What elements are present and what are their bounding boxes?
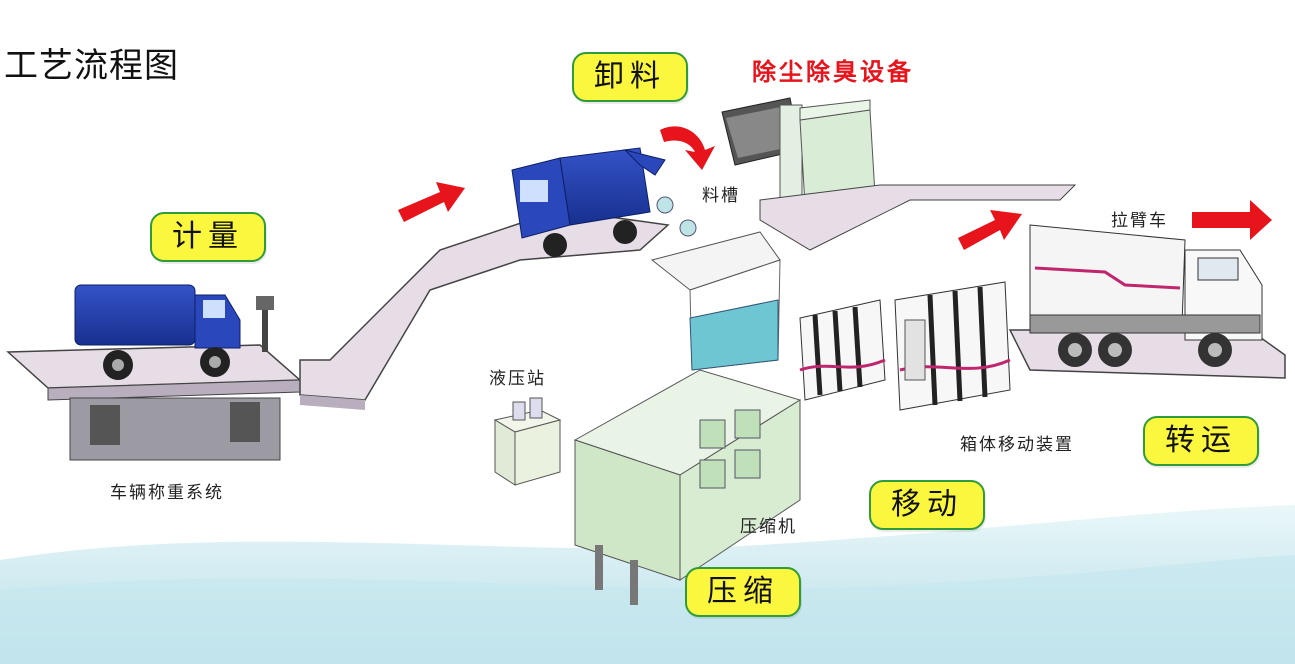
stage-compress-badge: 压缩 <box>685 567 801 617</box>
compactor-label: 压缩机 <box>740 517 797 537</box>
dust-equipment-label: 除尘除臭设备 <box>752 58 914 86</box>
container-icon <box>799 299 886 401</box>
stage-unload-badge: 卸料 <box>572 52 688 102</box>
red-arrow-icon <box>398 182 465 222</box>
chute-label: 料槽 <box>702 186 740 206</box>
dust-removal-unit-icon <box>721 97 1077 251</box>
garbage-truck-icon <box>74 284 241 380</box>
stage-metering-badge: 计量 <box>150 212 266 262</box>
page-title: 工艺流程图 <box>4 46 179 86</box>
container-icon <box>894 281 1011 411</box>
hook-truck-label: 拉臂车 <box>1111 211 1168 231</box>
chute-hopper-icon <box>650 231 781 371</box>
ramp-road <box>299 209 670 410</box>
water-wave <box>0 505 1295 664</box>
red-arrow-icon <box>660 126 715 170</box>
weighing-system-label: 车辆称重系统 <box>110 483 224 503</box>
red-arrow-icon <box>1192 200 1272 240</box>
stage-transfer-badge: 转运 <box>1143 416 1259 466</box>
box-mover-label: 箱体移动装置 <box>960 435 1074 455</box>
stage-move-badge: 移动 <box>869 480 985 530</box>
garbage-truck-icon <box>511 147 666 257</box>
hook-lift-truck-icon <box>1029 224 1263 367</box>
hydraulic-station-label: 液压站 <box>489 369 546 389</box>
red-arrow-icon <box>958 210 1022 250</box>
compactor-icon <box>573 369 802 605</box>
hydraulic-station-icon <box>493 397 562 486</box>
